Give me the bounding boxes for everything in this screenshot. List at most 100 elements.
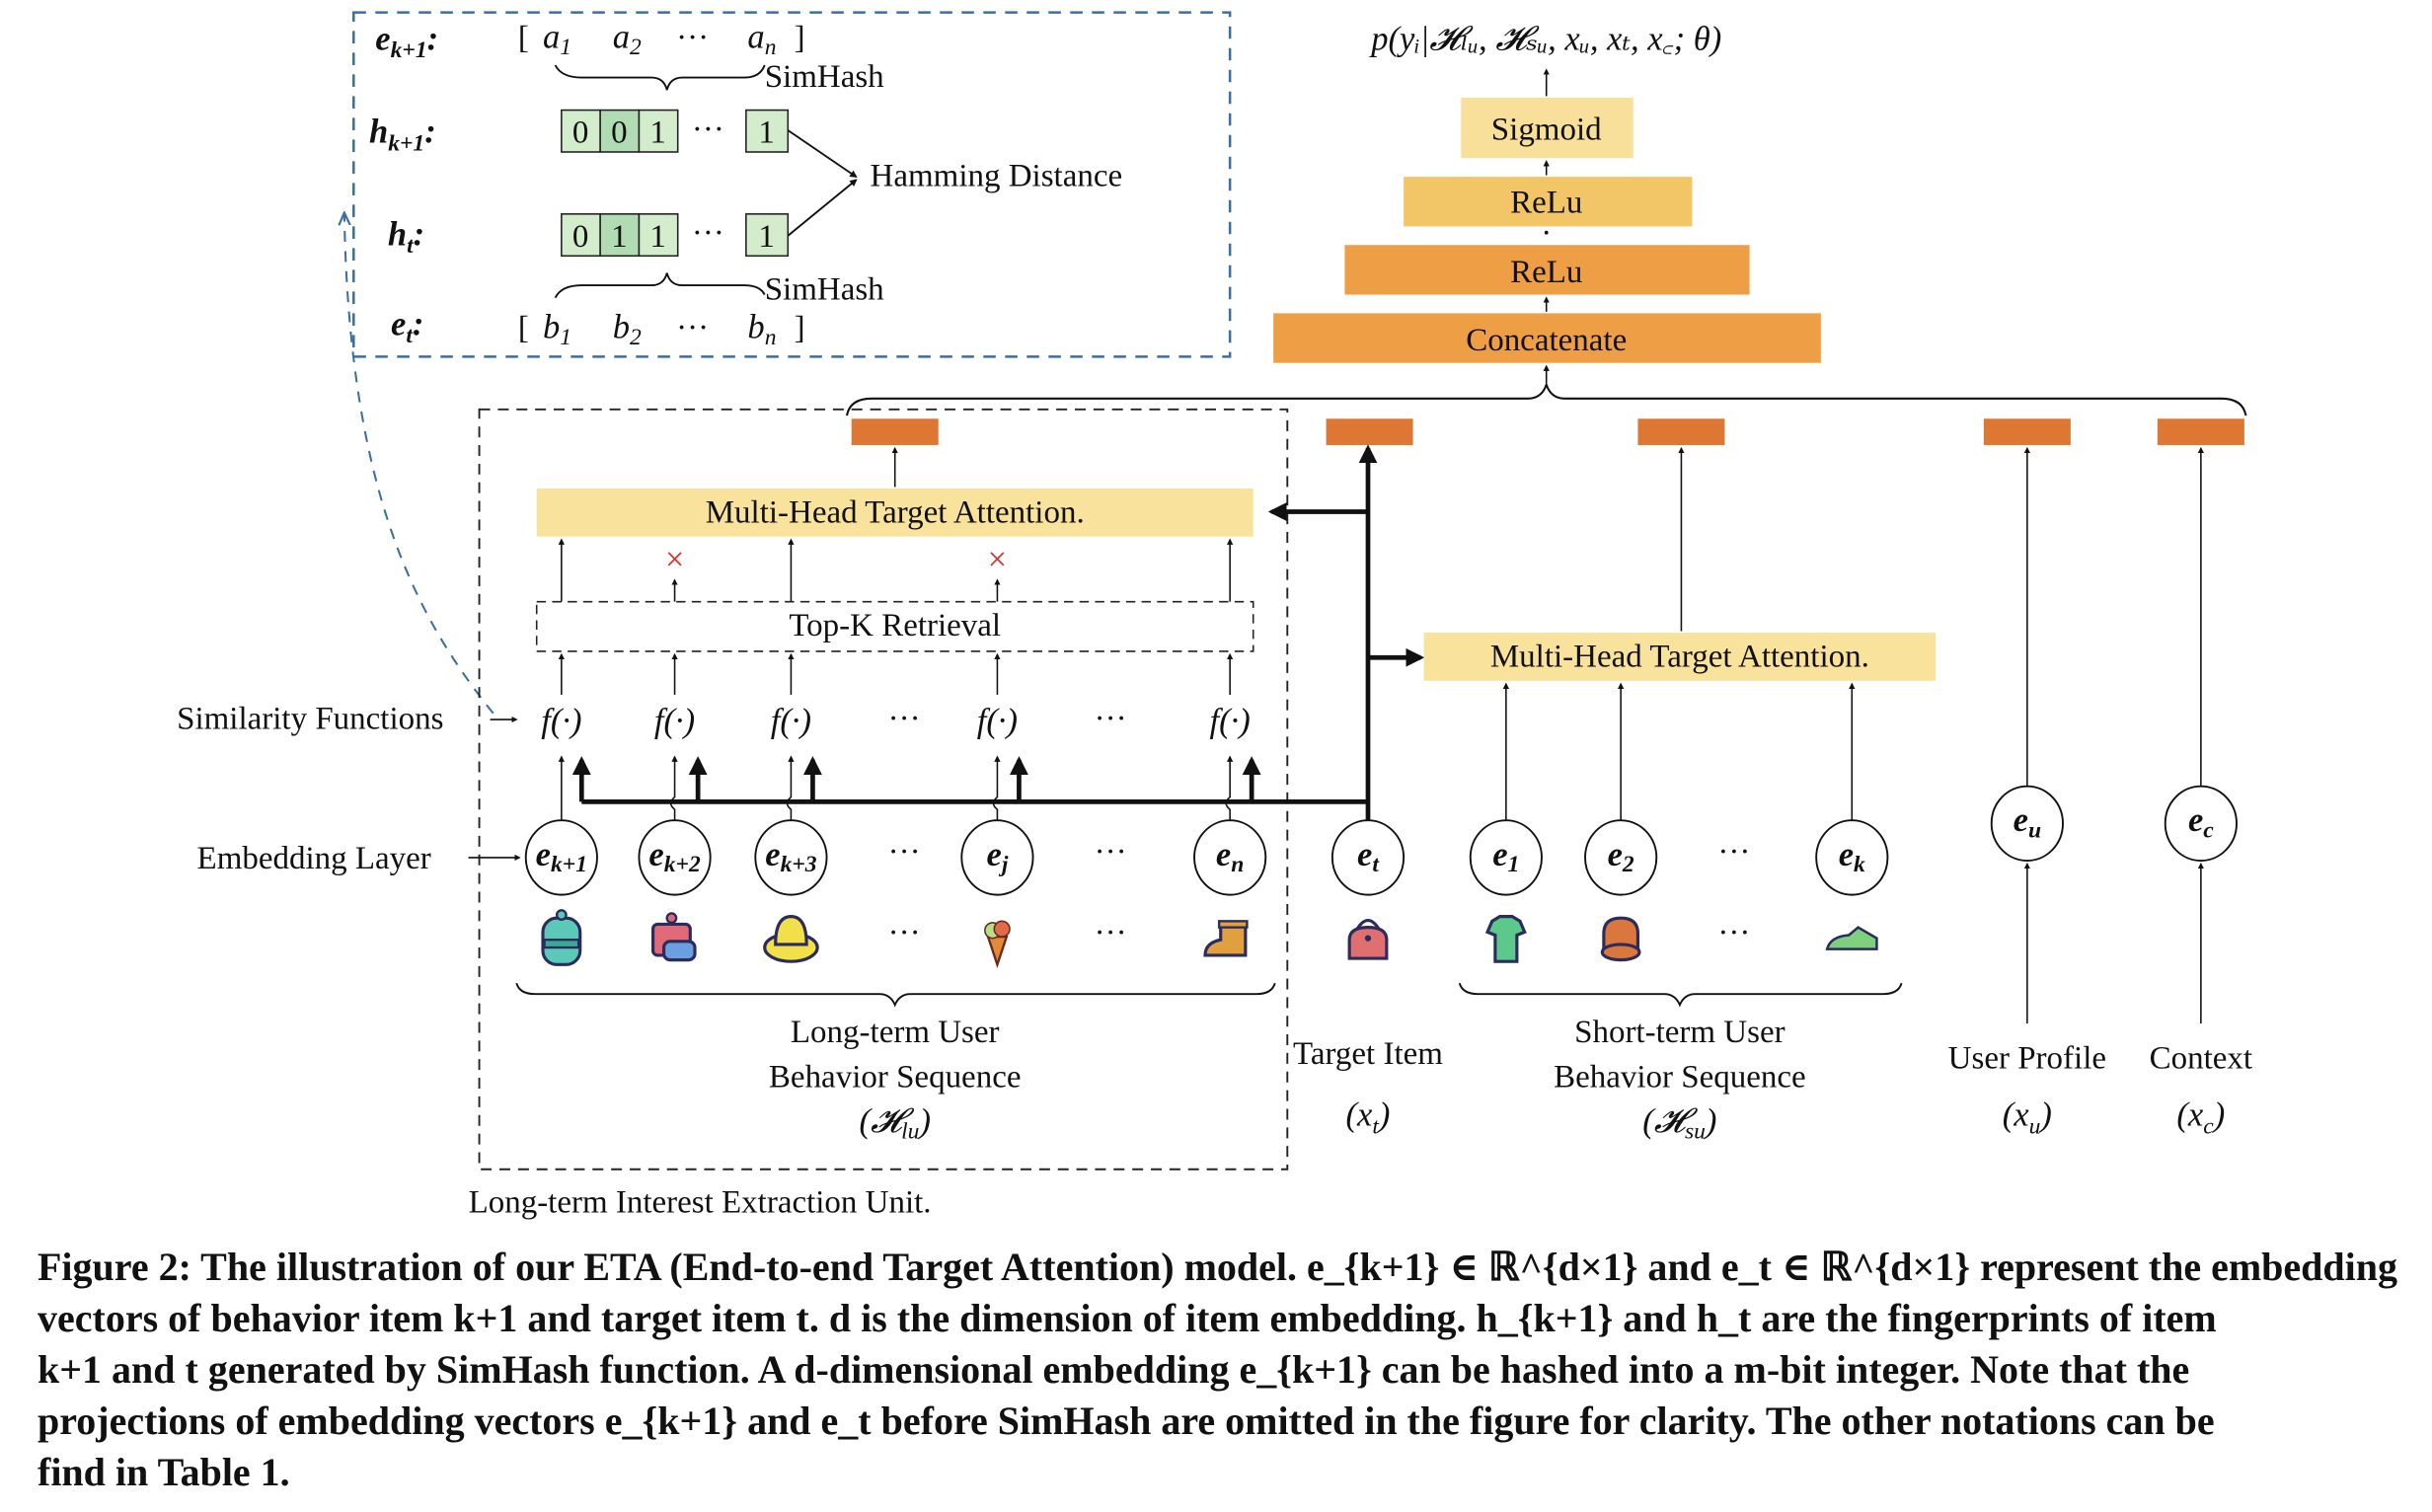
token-target: [1326, 418, 1413, 445]
embedding-to-function-lines: [558, 755, 1234, 827]
target-bus: [571, 756, 1368, 804]
ellipsis: ···: [1717, 835, 1750, 870]
ice-cream-icon: [984, 920, 1011, 969]
layer-relu-2-label: ReLu: [1510, 255, 1582, 290]
context-symbol: (xc): [2176, 1096, 2225, 1140]
embedding-label: e1: [1492, 836, 1519, 877]
simhash-link-arrow: [344, 214, 494, 715]
simhash-label-bottom: SimHash: [765, 271, 884, 307]
embedding-node: [1469, 819, 1543, 896]
caption-line: find in Table 1.: [38, 1450, 290, 1494]
label-e-t: et:: [391, 305, 423, 348]
ellipsis: ···: [1095, 835, 1127, 870]
backpack-icon: [541, 909, 582, 966]
layer-sigmoid: [1461, 97, 1634, 159]
embedding-label: en: [1216, 836, 1244, 877]
label-h-k1: hk+1:: [369, 113, 436, 157]
long-term-label-line2: Behavior Sequence: [769, 1059, 1022, 1095]
label-e-k1: ek+1:: [375, 20, 438, 63]
embedding-node: [1815, 819, 1889, 896]
long-term-attention-label: Multi-Head Target Attention.: [706, 495, 1085, 531]
similarity-function: f(·): [977, 703, 1018, 740]
bracket-close: ]: [795, 21, 805, 56]
ellipsis: ···: [888, 915, 921, 950]
embedding-label: ec: [2188, 801, 2214, 843]
embedding-label: et: [1357, 836, 1380, 877]
similarity-function: f(·): [1210, 703, 1251, 740]
similarity-functions-label: Similarity Functions: [177, 702, 443, 737]
bit: 1: [611, 219, 628, 255]
user-profile-section: eu User Profile (xu): [1948, 446, 2106, 1140]
embedding-node: [960, 819, 1034, 896]
short-term-label-line2: Behavior Sequence: [1554, 1059, 1806, 1095]
hash-bits-t: 0 1 1 ··· 1: [561, 213, 790, 258]
embedding-label: ek+2: [648, 836, 701, 877]
token-user-profile: [1983, 418, 2071, 445]
embedding-label: ej: [986, 836, 1008, 877]
topk-retrieval-label: Top-K Retrieval: [789, 608, 1001, 643]
vector-a-n: an: [747, 19, 776, 60]
token-short-term: [1637, 418, 1725, 445]
ellipsis: ···: [1095, 702, 1127, 737]
ellipsis: ···: [1095, 915, 1127, 950]
hamming-distance-label: Hamming Distance: [871, 159, 1123, 194]
bit: 0: [572, 115, 589, 151]
short-term-brace: [1458, 982, 1903, 1008]
long-term-symbol: (𝓗lu): [859, 1102, 931, 1144]
embedding-label: ek: [1839, 836, 1865, 877]
cap-icon: [1600, 916, 1641, 962]
hamming-arrow-top: [787, 129, 858, 178]
layer-relu-2: [1344, 245, 1750, 295]
simhash-panel: ek+1: hk+1: ht: et: [ a1 a2 ··· an ] Sim…: [352, 11, 1232, 358]
short-term-attention-label: Multi-Head Target Attention.: [1490, 640, 1869, 675]
ellipsis: ···: [676, 311, 709, 346]
vector-e-t: [ b1 b2 ··· bn ]: [518, 309, 805, 350]
bracket-close: ]: [795, 311, 805, 346]
ellipsis: ···: [1717, 915, 1750, 950]
embedding-label: e2: [1608, 836, 1634, 877]
user-profile-label: User Profile: [1948, 1041, 2106, 1077]
figure-caption: Figure 2: The illustration of our ETA (E…: [38, 1242, 2406, 1498]
embedding-node: [1990, 785, 2064, 863]
vector-b-n: bn: [747, 309, 776, 350]
t-shirt-icon: [1484, 915, 1527, 963]
bit: 0: [572, 219, 589, 255]
caption-line: projections of embedding vectors e_{k+1}…: [38, 1399, 2215, 1443]
caption-line: vectors of behavior item k+1 and target …: [38, 1296, 2217, 1340]
token-context: [2157, 418, 2244, 445]
long-term-attention-box: [536, 488, 1254, 537]
short-term-attention-box: [1423, 633, 1937, 681]
embedding-label: ek+3: [765, 836, 817, 877]
connector-dot: [1544, 230, 1549, 235]
bracket-open: [: [518, 311, 529, 346]
dropped-marker: ×: [988, 541, 1007, 578]
embedding-node: [2164, 785, 2238, 863]
embedding-node: [1584, 819, 1658, 896]
bracket-open: [: [518, 21, 529, 56]
similarity-function: f(·): [654, 703, 695, 740]
long-term-unit-border: [478, 408, 1289, 1171]
topk-retrieval-box: [535, 600, 1254, 652]
ellipsis: ···: [888, 702, 921, 737]
hash-bits-k1: 0 0 1 ··· 1: [561, 109, 790, 153]
target-item-label: Target Item: [1293, 1036, 1443, 1072]
bit: 1: [649, 115, 666, 151]
ellipsis: ···: [676, 21, 709, 56]
layer-concatenate-label: Concatenate: [1466, 323, 1627, 358]
simhash-panel-border: [352, 11, 1232, 358]
embedding-label: eu: [2014, 801, 2041, 843]
ellipsis: ···: [888, 835, 921, 870]
short-term-label-line1: Short-term User: [1574, 1015, 1785, 1050]
target-item-symbol: (xt): [1346, 1096, 1391, 1140]
simhash-label-top: SimHash: [765, 59, 884, 95]
cookware-icon: [651, 912, 697, 962]
embedding-node: [1193, 819, 1267, 896]
concat-brace: [845, 381, 2247, 416]
long-term-embeddings: ek+1 ek+2 ek+3 ··· ej ··· en: [524, 819, 1267, 896]
hamming-arrow-bottom: [787, 179, 858, 237]
embedding-node: [1330, 819, 1406, 896]
long-term-brace: [515, 982, 1276, 1008]
sneaker-icon: [1825, 926, 1878, 950]
boot-icon: [1203, 920, 1249, 957]
sun-hat-icon: [763, 915, 819, 963]
